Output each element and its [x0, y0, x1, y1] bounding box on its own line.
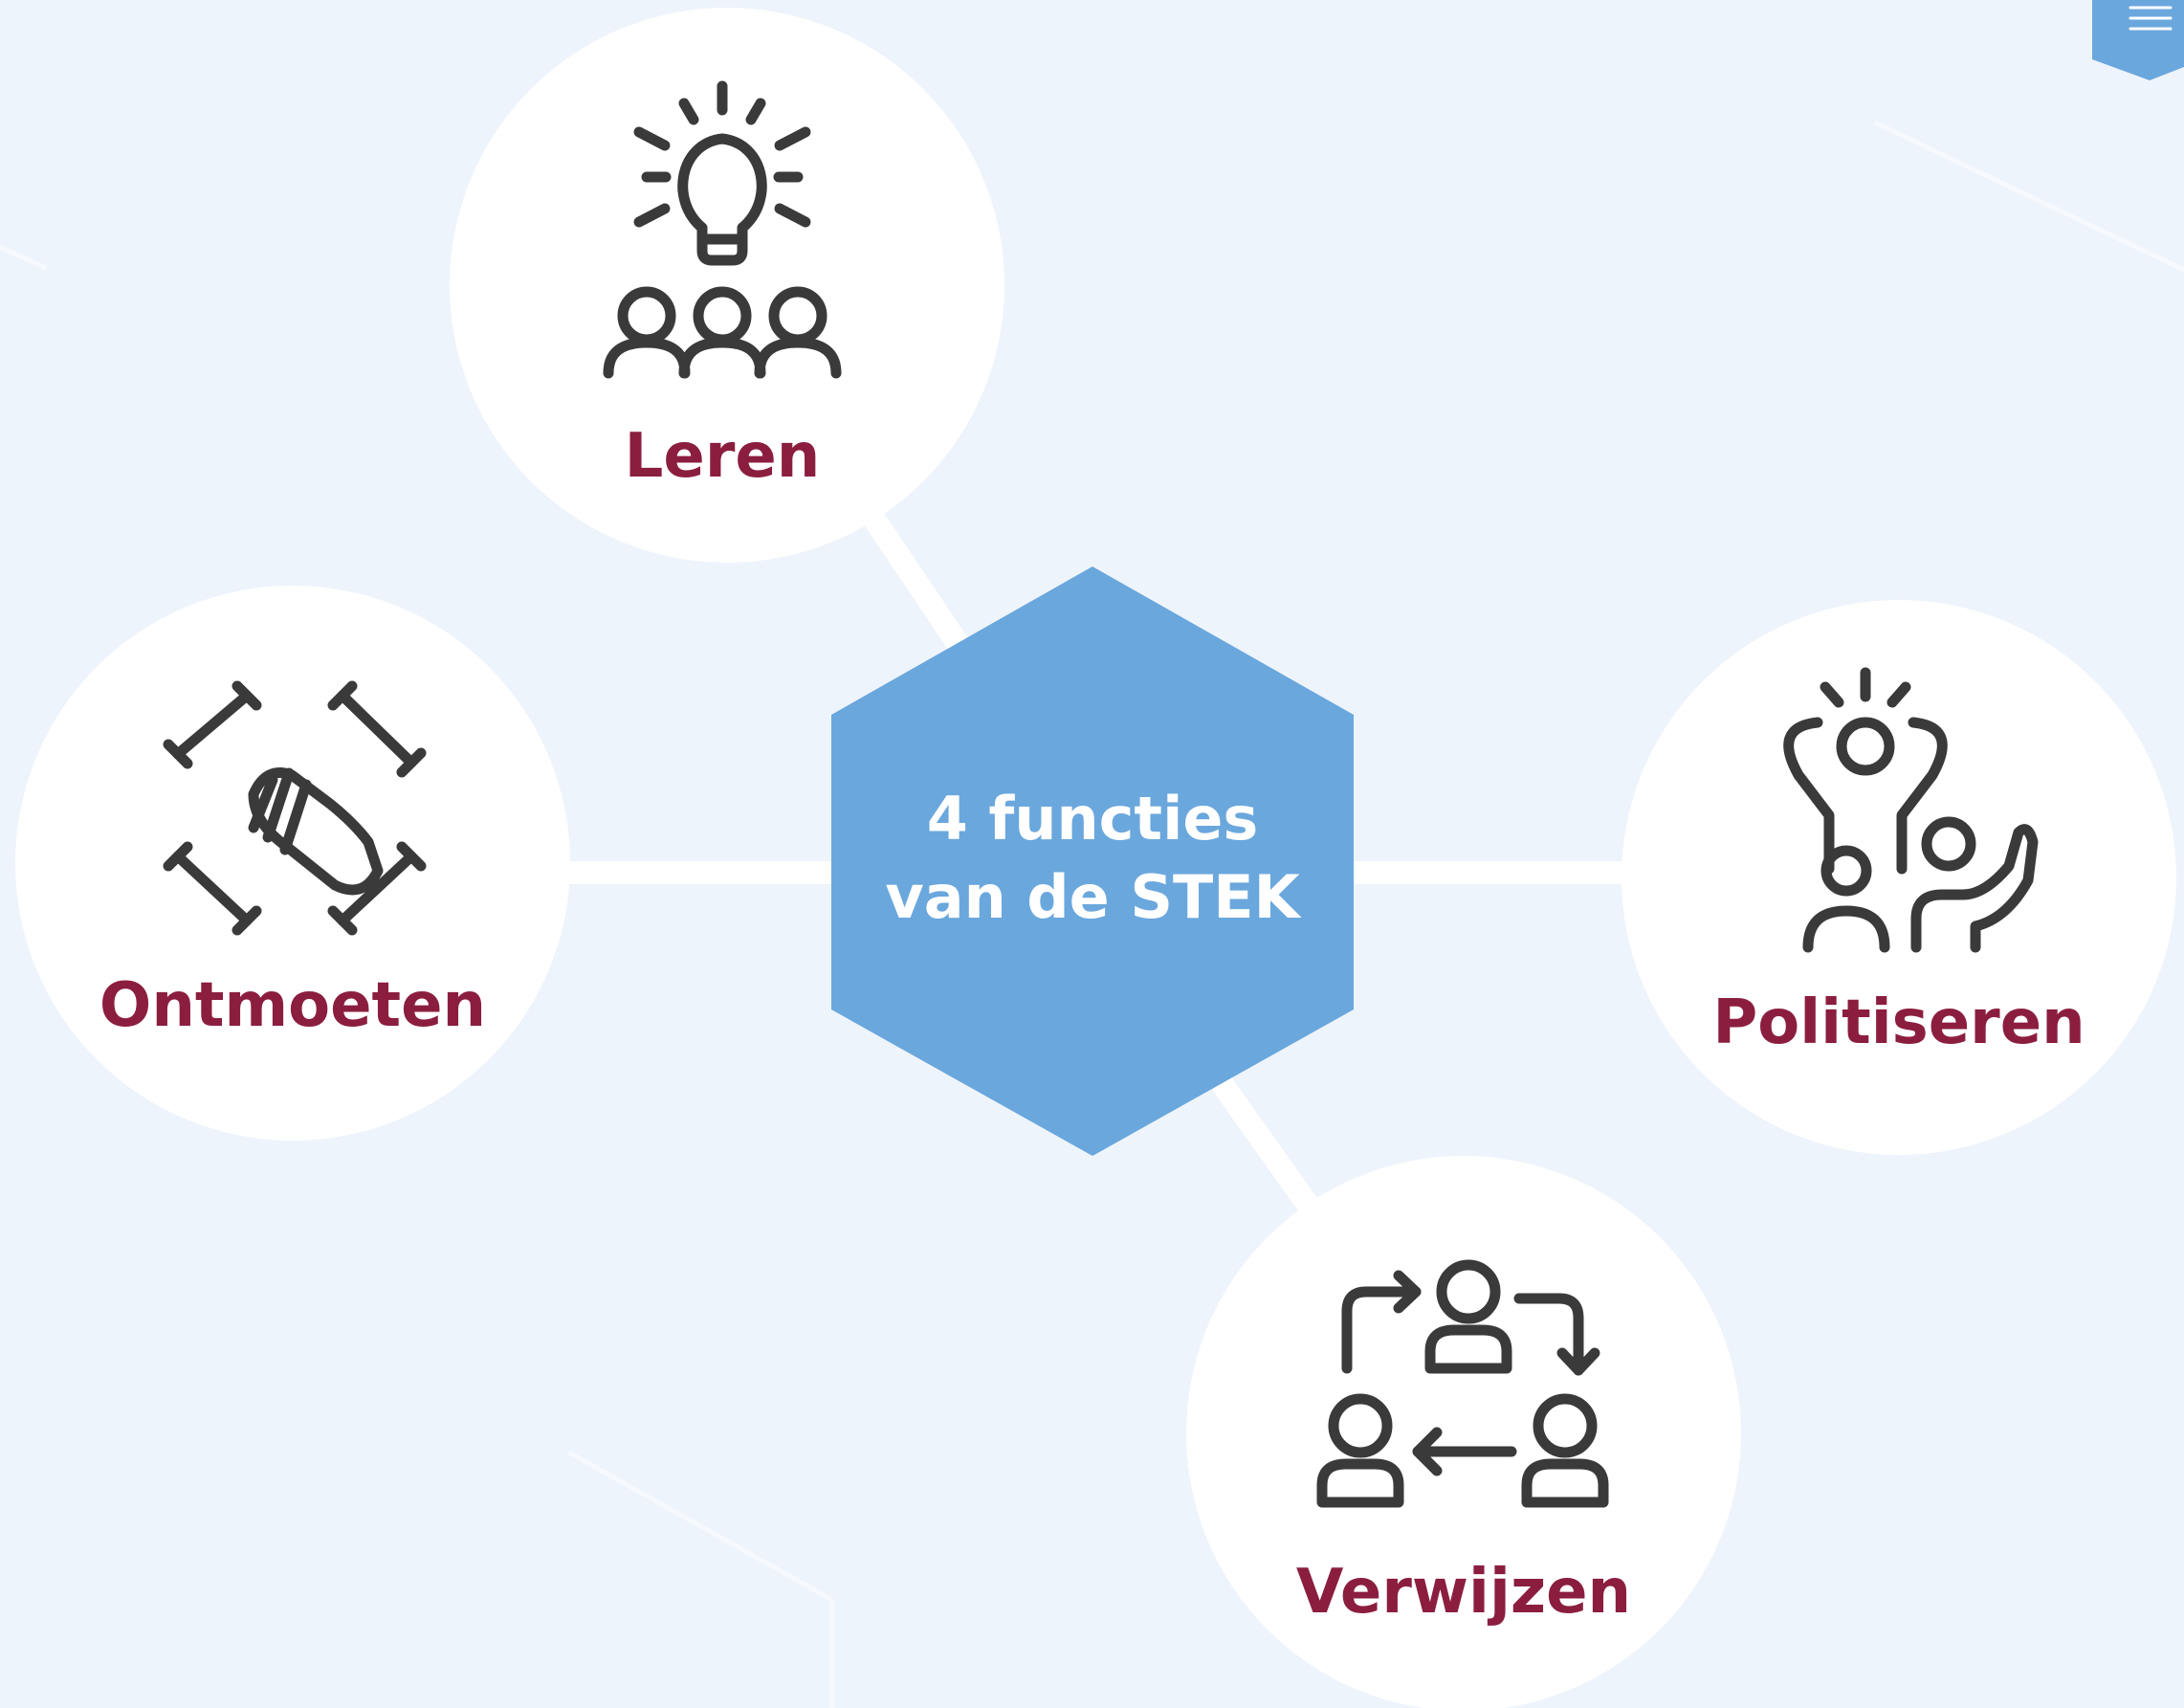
node-ontmoeten[interactable]: Ontmoeten [15, 586, 570, 1141]
node-label-ontmoeten: Ontmoeten [99, 970, 486, 1041]
cheering-people-icon [1783, 667, 2039, 953]
center-title-line1: 4 functies [927, 784, 1259, 854]
node-politiseren[interactable]: Politiseren [1621, 600, 2176, 1155]
referral-people-icon [1316, 1259, 1609, 1508]
node-label-verwijzen: Verwijzen [1296, 1557, 1631, 1628]
node-label-politiseren: Politiseren [1712, 987, 2085, 1058]
node-verwijzen[interactable]: Verwijzen [1186, 1156, 1741, 1708]
menu-button[interactable] [2092, 0, 2184, 80]
center-hexagon: 4 functies van de STEK [831, 566, 1354, 1156]
node-label-leren: Leren [625, 421, 821, 492]
center-title-line2: van de STEK [885, 862, 1301, 932]
background-lines [0, 120, 2184, 1708]
hamburger-menu-icon [2129, 6, 2173, 31]
joined-hands-icon [163, 680, 427, 936]
lightbulb-group-icon [603, 80, 842, 379]
node-leren[interactable]: Leren [450, 8, 1004, 563]
